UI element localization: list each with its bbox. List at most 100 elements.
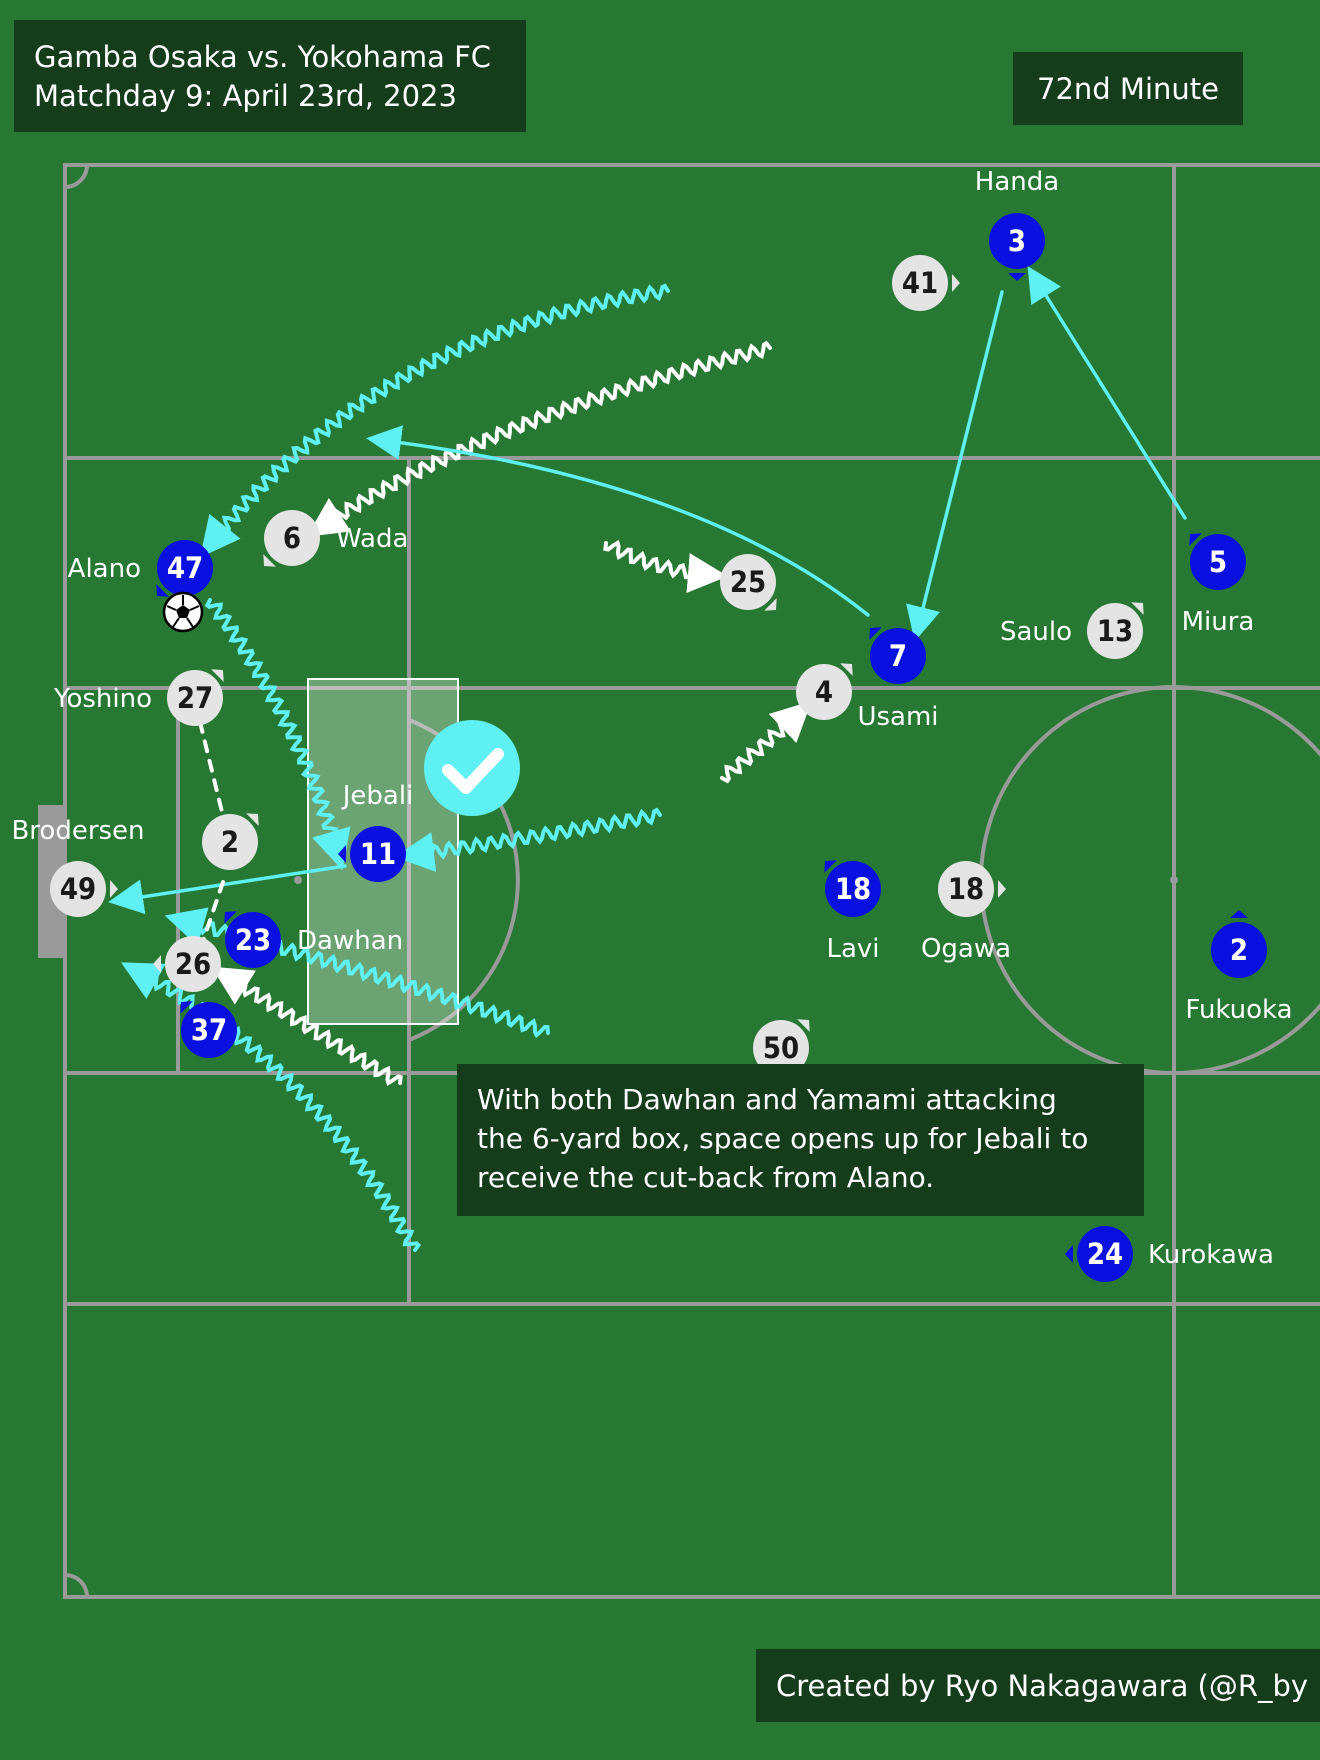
- credit-text: Created by Ryo Nakagawara (@R_by: [776, 1668, 1309, 1703]
- pass-line: [366, 425, 870, 617]
- gamba-player: 23 Dawhan: [224, 911, 403, 968]
- player-number: 2: [1230, 933, 1248, 967]
- annotation-line: the 6-yard box, space opens up for Jebal…: [477, 1122, 1089, 1155]
- player-marker: [1211, 922, 1267, 978]
- player-name: Jebali: [341, 781, 414, 811]
- run-line: [120, 962, 422, 1252]
- facing-indicator: [211, 669, 224, 682]
- facing-indicator: [1065, 1245, 1073, 1263]
- facing-indicator: [824, 860, 837, 873]
- yokohama-player: 50: [753, 1019, 810, 1076]
- annotation-line: With both Dawhan and Yamami attacking: [477, 1083, 1057, 1116]
- facing-indicator: [263, 554, 276, 567]
- player-number: 50: [763, 1031, 799, 1065]
- player-name: Yoshino: [53, 684, 152, 714]
- player-marker: [989, 213, 1045, 269]
- corner-arc-top: [64, 164, 89, 189]
- player-number: 41: [902, 266, 938, 300]
- mark-line: [198, 720, 224, 814]
- run-line: [603, 539, 728, 594]
- player-marker: [225, 912, 281, 968]
- player-marker: [1077, 1226, 1133, 1282]
- player-marker: [50, 861, 106, 917]
- player-name: Handa: [975, 167, 1059, 197]
- player-number: 2: [221, 825, 239, 859]
- player-number: 7: [889, 639, 907, 673]
- player-name: Kurokawa: [1148, 1240, 1274, 1270]
- facing-indicator: [110, 880, 118, 898]
- player-number: 23: [235, 923, 271, 957]
- facing-indicator: [224, 911, 237, 924]
- player-marker: [165, 936, 221, 992]
- yokohama-player: 41: [892, 255, 960, 311]
- gamba-player: 11 Jebali: [338, 781, 413, 882]
- player-marker: [157, 540, 213, 596]
- player-name: Dawhan: [297, 926, 403, 956]
- yokohama-player: 2: [202, 813, 259, 870]
- run-line: [720, 700, 812, 784]
- pass-line: [1027, 266, 1187, 520]
- run-line: [204, 598, 351, 871]
- facing-indicator: [180, 1001, 193, 1014]
- corner-arc-bottom: [64, 1573, 89, 1598]
- run-line: [306, 340, 772, 537]
- soccer-ball-icon: [162, 591, 204, 633]
- player-name: Miura: [1182, 607, 1255, 637]
- facing-indicator: [840, 663, 853, 676]
- player-number: 5: [1209, 545, 1227, 579]
- facing-indicator: [246, 813, 259, 826]
- gamba-player: 24 Kurokawa: [1065, 1226, 1274, 1282]
- player-marker: [1190, 534, 1246, 590]
- gamba-player: 3 Handa: [975, 167, 1059, 281]
- player-number: 25: [730, 565, 766, 599]
- player-number: 6: [283, 521, 301, 555]
- player-number: 24: [1087, 1237, 1123, 1271]
- player-marker: [938, 861, 994, 917]
- player-number: 37: [191, 1013, 227, 1047]
- facing-indicator: [1131, 602, 1144, 615]
- player-marker: [181, 1002, 237, 1058]
- player-number: 26: [175, 947, 211, 981]
- match-title: Gamba Osaka vs. Yokohama FC: [34, 40, 492, 74]
- player-number: 13: [1097, 614, 1133, 648]
- player-marker: [167, 670, 223, 726]
- player-marker: [264, 510, 320, 566]
- facing-indicator: [952, 274, 960, 292]
- penalty-spot: [294, 876, 302, 884]
- player-number: 4: [815, 675, 833, 709]
- player-name: Brodersen: [11, 816, 144, 846]
- checkmark-icon: [424, 720, 520, 816]
- movement-lines: [108, 266, 1187, 1252]
- pass-line: [906, 290, 1004, 642]
- player-number: 18: [835, 872, 871, 906]
- player-number: 49: [60, 872, 96, 906]
- player-marker: [796, 664, 852, 720]
- player-number: 3: [1008, 224, 1026, 258]
- facing-indicator: [338, 845, 346, 863]
- player-number: 18: [948, 872, 984, 906]
- player-number: 47: [167, 551, 203, 585]
- run-line: [211, 966, 403, 1086]
- run-line: [200, 283, 670, 558]
- player-name: Fukuoka: [1185, 995, 1292, 1025]
- player-name: Ogawa: [921, 934, 1011, 964]
- run-line: [394, 807, 662, 872]
- match-minute: 72nd Minute: [1037, 71, 1219, 106]
- player-marker: [202, 814, 258, 870]
- yokohama-player: 25: [720, 554, 777, 611]
- facing-indicator: [156, 584, 169, 597]
- facing-indicator: [998, 880, 1006, 898]
- player-number: 11: [360, 837, 396, 871]
- player-marker: [825, 861, 881, 917]
- credit-panel: Created by Ryo Nakagawara (@R_by: [756, 1649, 1320, 1722]
- match-title-panel: Gamba Osaka vs. Yokohama FC Matchday 9: …: [14, 20, 526, 132]
